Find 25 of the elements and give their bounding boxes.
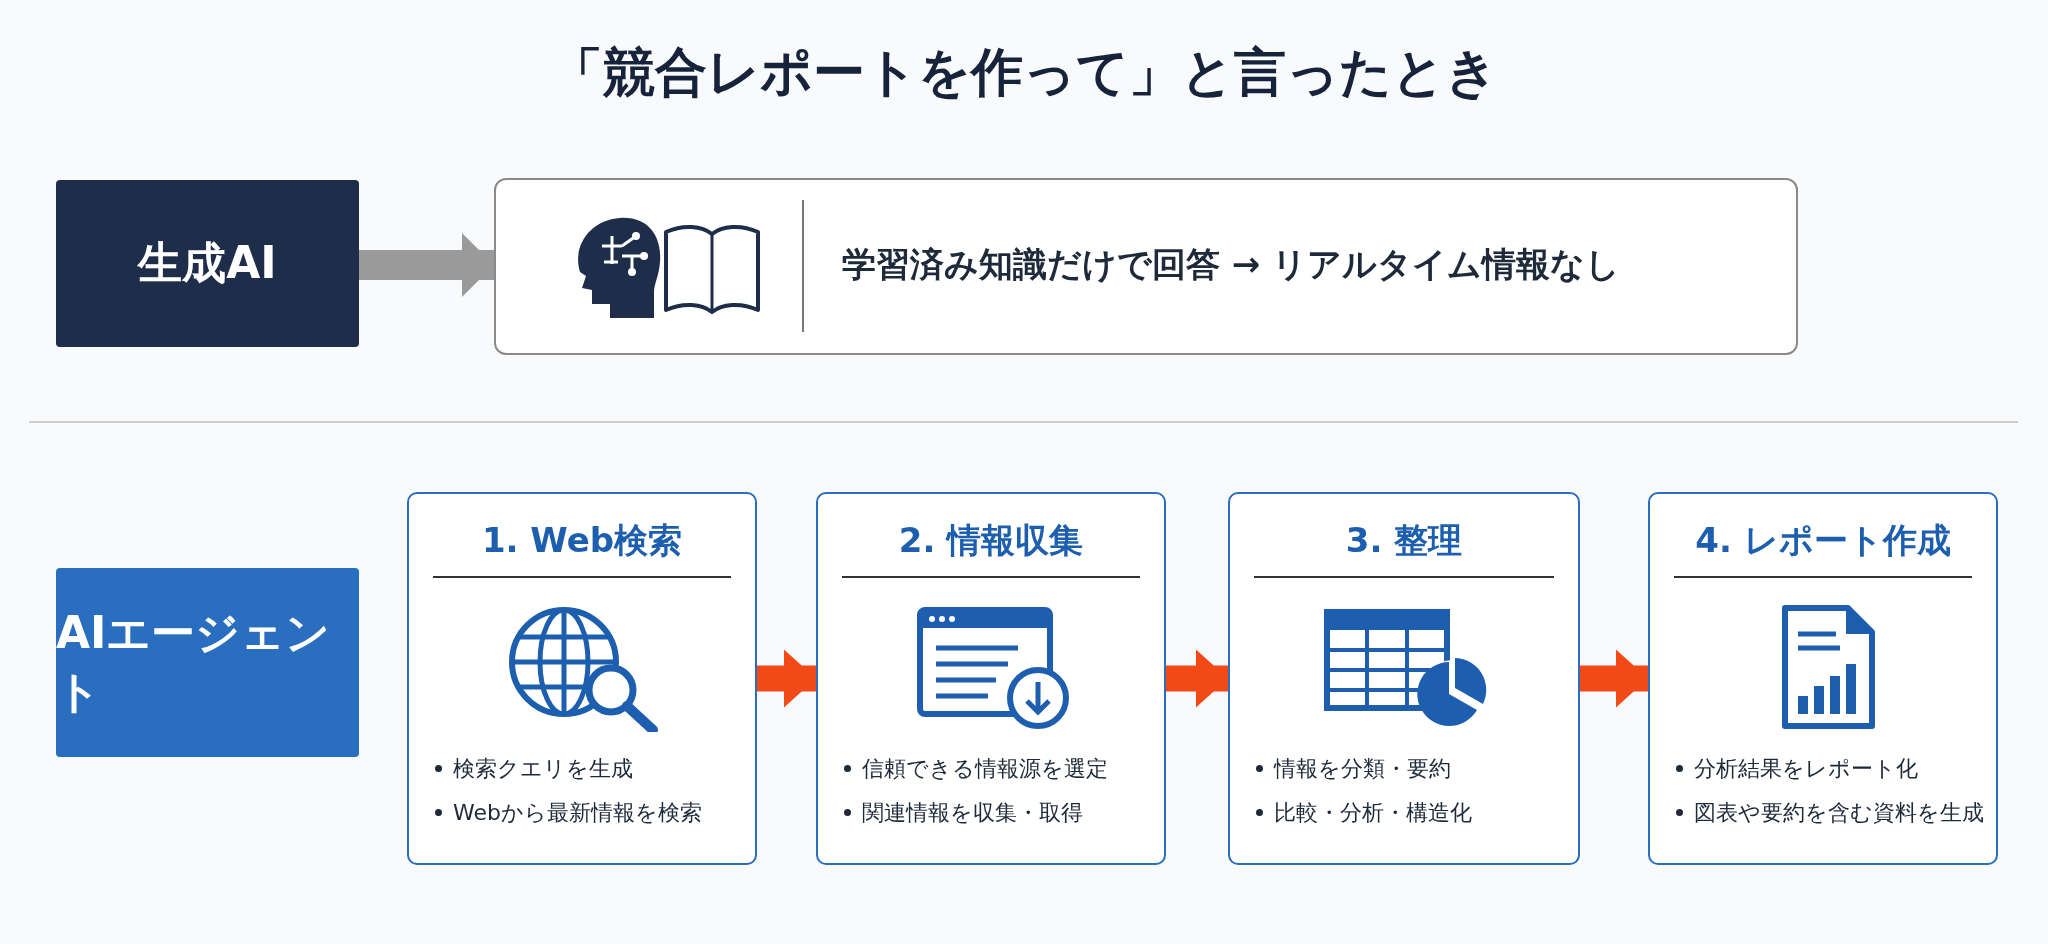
- title: 「競合レポートを作って」と言ったとき: [549, 41, 1499, 104]
- arrow: [1166, 649, 1228, 708]
- bullet-item: Webから最新情報を検索: [431, 798, 702, 828]
- step-box: [1648, 492, 1998, 865]
- category-label: 生成AI: [56, 180, 359, 347]
- category-label: AIエージェント: [56, 568, 359, 757]
- step-heading: 2. 情報収集: [897, 519, 1085, 562]
- step-box: [816, 492, 1166, 865]
- step-heading: 1. Web検索: [480, 519, 684, 562]
- bullet-item: 図表や要約を含む資料を生成: [1672, 798, 1984, 828]
- step-box: [1228, 492, 1580, 865]
- arrow: [359, 233, 494, 297]
- bullet-item: 情報を分類・要約: [1252, 754, 1472, 784]
- step-heading: 3. 整理: [1344, 519, 1464, 562]
- description-text: 学習済み知識だけで回答 → リアルタイム情報なし: [842, 243, 1621, 286]
- description-box: [494, 178, 1798, 355]
- bullet-item: 比較・分析・構造化: [1252, 798, 1472, 828]
- bullet-item: 検索クエリを生成: [431, 754, 702, 784]
- arrow: [757, 649, 816, 708]
- bullet-item: 分析結果をレポート化: [1672, 754, 1984, 784]
- arrow: [1580, 649, 1648, 708]
- bullet-item: 関連情報を収集・取得: [840, 798, 1108, 828]
- bullet-item: 信頼できる情報源を選定: [840, 754, 1108, 784]
- step-heading: 4. レポート作成: [1694, 519, 1952, 562]
- step-box: [407, 492, 757, 865]
